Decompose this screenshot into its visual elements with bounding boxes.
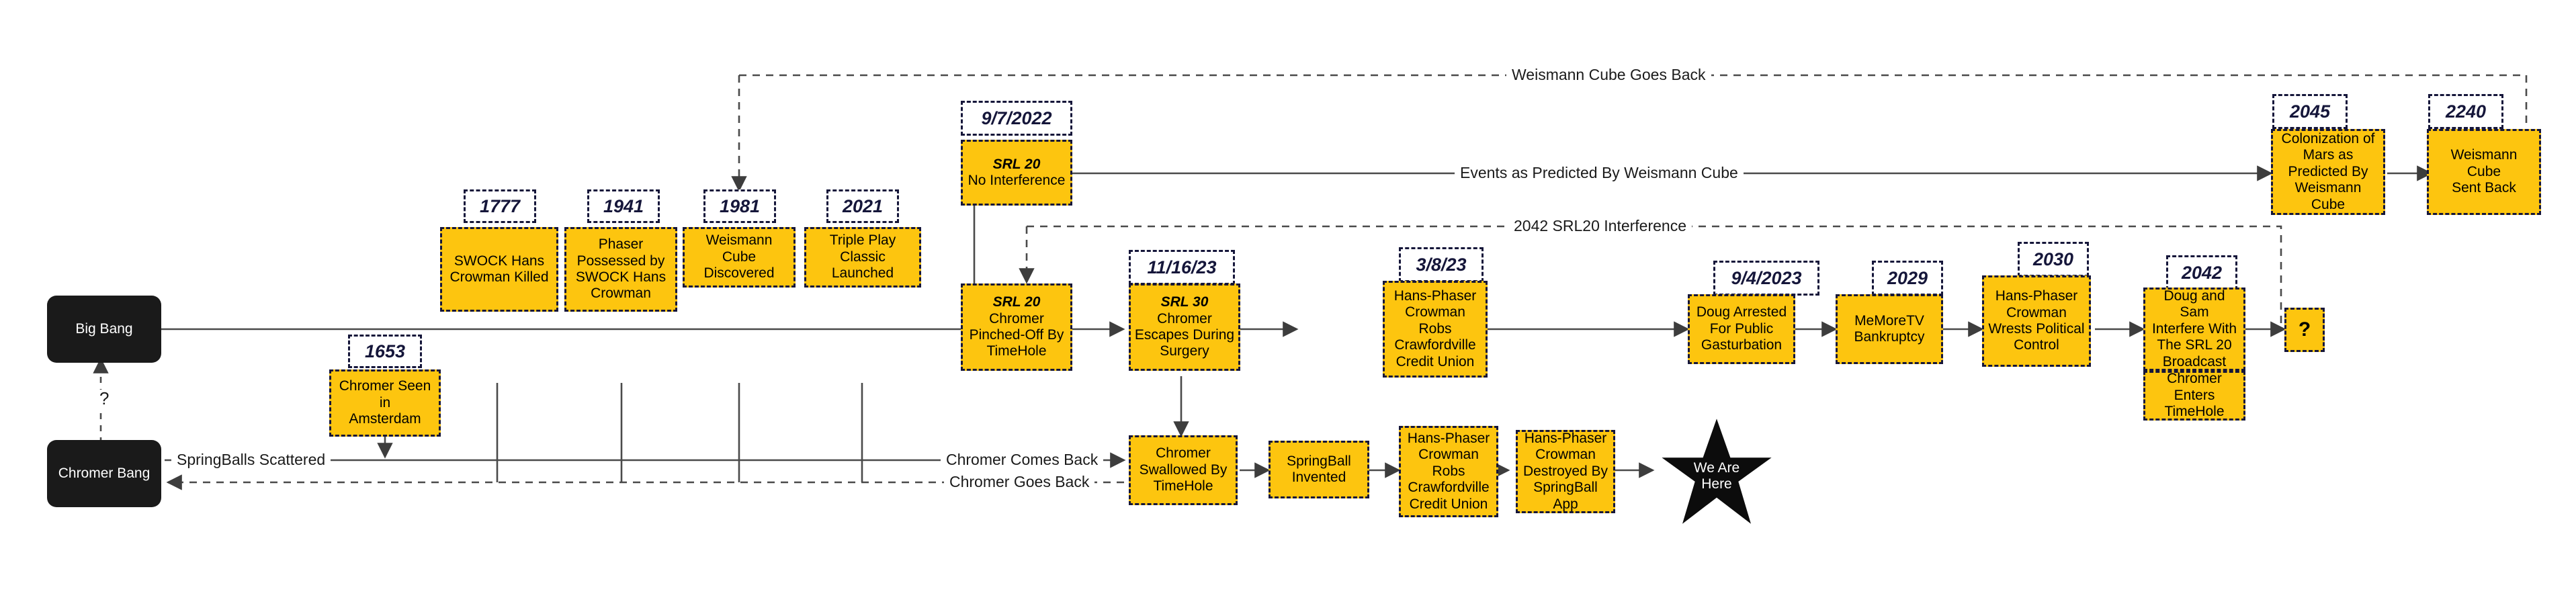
label-events-predicted: Events as Predicted By Weismann Cube [1455, 165, 1744, 181]
date-2045-label: 2045 [2289, 101, 2331, 122]
date-2042: 2042 [2166, 255, 2237, 290]
date-2030: 2030 [2018, 242, 2089, 277]
date-2045: 2045 [2272, 94, 2348, 129]
date-1653-label: 1653 [364, 341, 406, 361]
date-1777-label: 1777 [479, 195, 521, 216]
srl30-escapes-title: SRL 30 [1160, 294, 1209, 310]
label-chromer-comes-back: Chromer Comes Back [941, 452, 1104, 468]
node-question-mark[interactable]: ? [2284, 308, 2325, 352]
date-2240: 2240 [2428, 94, 2503, 129]
date-1981-label: 1981 [719, 195, 761, 216]
date-9-7-2022-label: 9/7/2022 [981, 107, 1052, 128]
date-1941: 1941 [587, 189, 660, 223]
label-weismann-goes-back: Weismann Cube Goes Back [1506, 67, 1711, 83]
date-2030-label: 2030 [2032, 249, 2074, 269]
date-1653: 1653 [348, 335, 422, 368]
node-srl20-no-interference[interactable]: SRL 20 No Interference [961, 140, 1072, 206]
star-icon [1662, 419, 1772, 524]
date-2042-label: 2042 [2181, 262, 2223, 283]
date-11-16-23: 11/16/23 [1129, 250, 1235, 285]
srl20-pinched-title: SRL 20 [992, 294, 1041, 310]
node-chromer-bang[interactable]: Chromer Bang [47, 440, 161, 507]
label-srl20-interference: 2042 SRL20 Interference [1508, 218, 1692, 234]
date-2021: 2021 [826, 189, 899, 223]
big-bang-label: Big Bang [75, 321, 133, 337]
date-1941-label: 1941 [603, 195, 644, 216]
date-9-4-2023-label: 9/4/2023 [1731, 267, 1802, 288]
srl20-no-interference-title: SRL 20 [992, 156, 1041, 172]
question-mark-text: ? [2298, 318, 2311, 341]
date-11-16-23-label: 11/16/23 [1147, 257, 1217, 277]
date-1777: 1777 [464, 189, 536, 223]
date-3-8-23-label: 3/8/23 [1416, 254, 1467, 275]
srl20-no-interference-text: No Interference [968, 173, 1066, 188]
label-springballs-scattered: SpringBalls Scattered [171, 452, 331, 468]
chromer-bang-label: Chromer Bang [58, 466, 151, 481]
date-9-4-2023: 9/4/2023 [1713, 261, 1819, 296]
date-2021-label: 2021 [842, 195, 884, 216]
date-2029: 2029 [1872, 261, 1943, 296]
date-2029-label: 2029 [1887, 267, 1928, 288]
label-chromer-goes-back: Chromer Goes Back [944, 474, 1095, 490]
node-big-bang[interactable]: Big Bang [47, 296, 161, 363]
date-3-8-23: 3/8/23 [1399, 247, 1484, 282]
date-2240-label: 2240 [2445, 101, 2487, 122]
question-link-label: ? [94, 390, 115, 407]
date-9-7-2022: 9/7/2022 [961, 101, 1072, 136]
date-1981: 1981 [703, 189, 776, 223]
